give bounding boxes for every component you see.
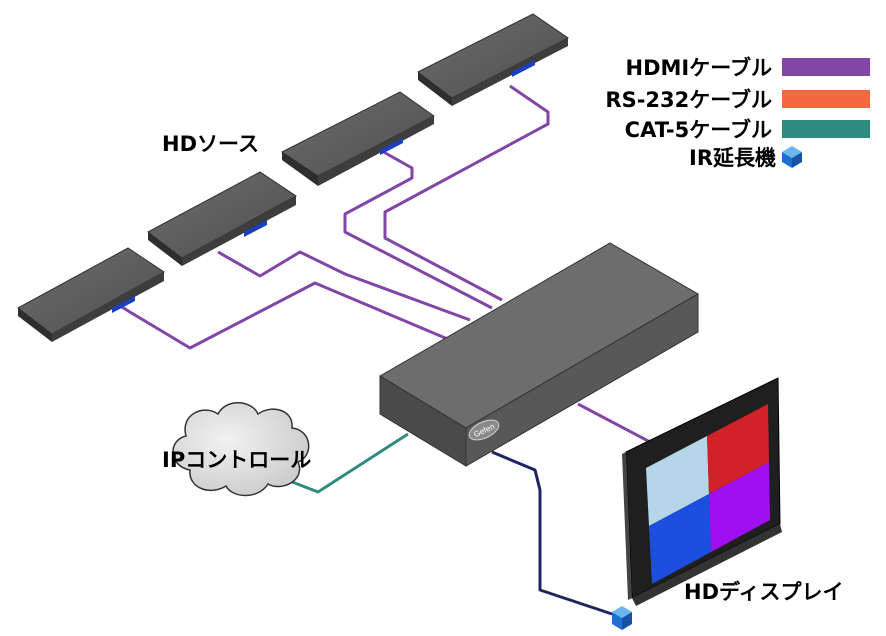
cat5-cable (281, 432, 409, 494)
legend-label: HDMIケーブル (625, 56, 772, 80)
legend-item-rs232: RS-232ケーブル (605, 84, 870, 114)
legend-swatch-rs232 (782, 90, 870, 108)
quadrant-top-left (646, 436, 709, 526)
hdmi-cable-source-1 (119, 281, 451, 350)
quadrant-bottom-left (649, 494, 711, 584)
ip-cloud-icon (172, 402, 310, 497)
quadrant-bottom-right (709, 462, 770, 552)
hd-source-1 (17, 247, 165, 342)
hdmi-cable-source-2 (217, 250, 471, 322)
legend-swatch-cat5 (782, 120, 870, 138)
hd-display-label: HDディスプレイ (684, 580, 844, 604)
hdmi-cable-source-4 (383, 84, 550, 302)
hd-source-2 (147, 171, 297, 266)
hdmi-cables (119, 84, 651, 444)
legend-label: RS-232ケーブル (605, 88, 772, 112)
legend-label: IR延長機 (689, 146, 776, 170)
ir-extender-cube-icon (612, 606, 632, 630)
legend-item-ir: IR延長機 (689, 142, 802, 172)
quadrant-top-right (707, 404, 769, 494)
legend-item-hdmi: HDMIケーブル (626, 52, 870, 82)
hd-source-4 (417, 13, 569, 106)
display-quadrants (646, 404, 770, 584)
ir-cable (491, 450, 613, 616)
legend-item-cat5: CAT-5ケーブル (625, 114, 870, 144)
hd-source-3 (281, 91, 435, 186)
legend-label: CAT-5ケーブル (624, 118, 772, 142)
ip-control-label: IPコントロール (162, 448, 312, 472)
hd-sources-label: HDソース (162, 132, 259, 156)
hdmi-cable-display (577, 402, 651, 444)
legend-swatch-hdmi (782, 58, 870, 76)
hdmi-cable-source-3 (343, 148, 493, 310)
matrix-switcher: Gefen (379, 242, 699, 467)
ir-extender-cube-icon (782, 146, 802, 168)
